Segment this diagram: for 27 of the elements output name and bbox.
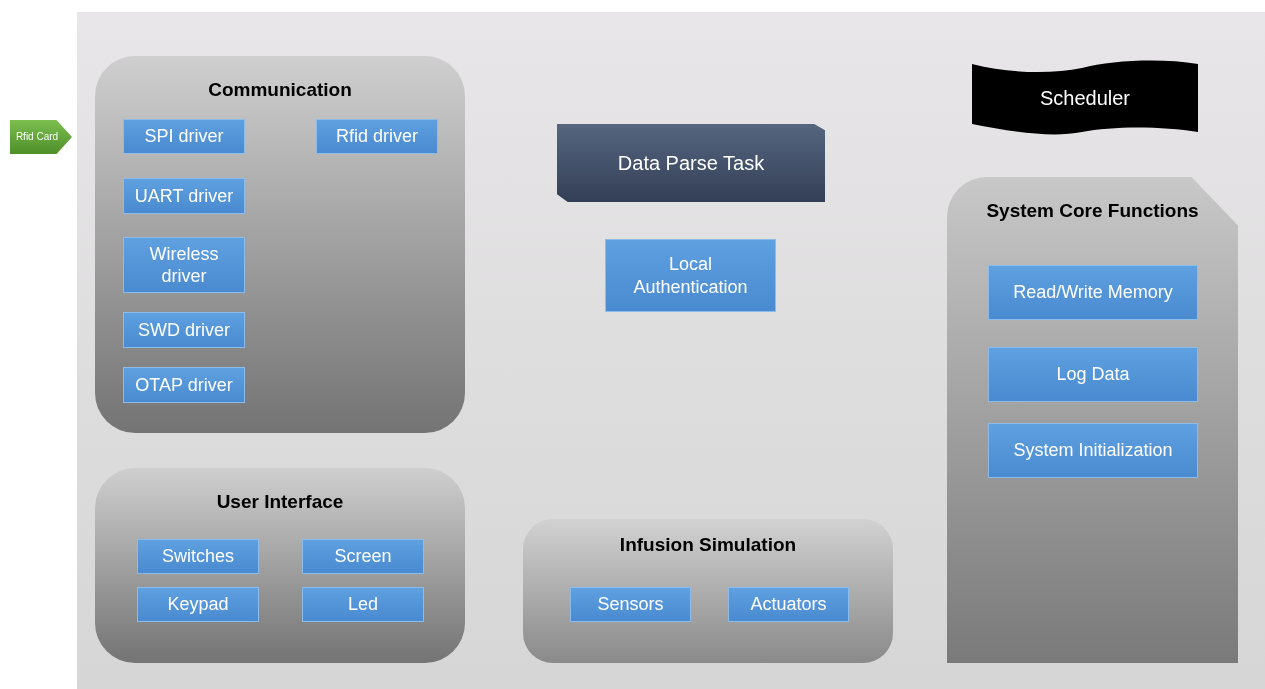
process-box: UART driver xyxy=(123,178,245,214)
process-box: Rfid driver xyxy=(316,119,438,154)
group-heading: System Core Functions xyxy=(985,199,1200,223)
banner-shape xyxy=(972,60,1198,136)
process-box: Actuators xyxy=(728,587,849,622)
group-heading: Infusion Simulation xyxy=(618,533,798,557)
process-box: Sensors xyxy=(570,587,691,622)
process-box: System Initialization xyxy=(988,423,1198,478)
banner-label: Scheduler xyxy=(1039,86,1131,111)
group-panel xyxy=(95,56,465,433)
group-heading: Communication xyxy=(207,78,353,102)
group-panel xyxy=(523,519,893,663)
group-heading: User Interface xyxy=(215,490,345,514)
process-box: SPI driver xyxy=(123,119,245,154)
process-box: SWD driver xyxy=(123,312,245,348)
process-box: Switches xyxy=(137,539,259,574)
process-box: Read/Write Memory xyxy=(988,265,1198,320)
task-box: Data Parse Task xyxy=(557,124,825,202)
process-box: Led xyxy=(302,587,424,622)
process-box: Keypad xyxy=(137,587,259,622)
process-box: Log Data xyxy=(988,347,1198,402)
group-panel xyxy=(95,468,465,663)
process-box: Local Authentication xyxy=(605,239,776,312)
process-box: Wireless driver xyxy=(123,237,245,293)
process-box: Screen xyxy=(302,539,424,574)
group-panel xyxy=(947,177,1238,663)
process-box: OTAP driver xyxy=(123,367,245,403)
